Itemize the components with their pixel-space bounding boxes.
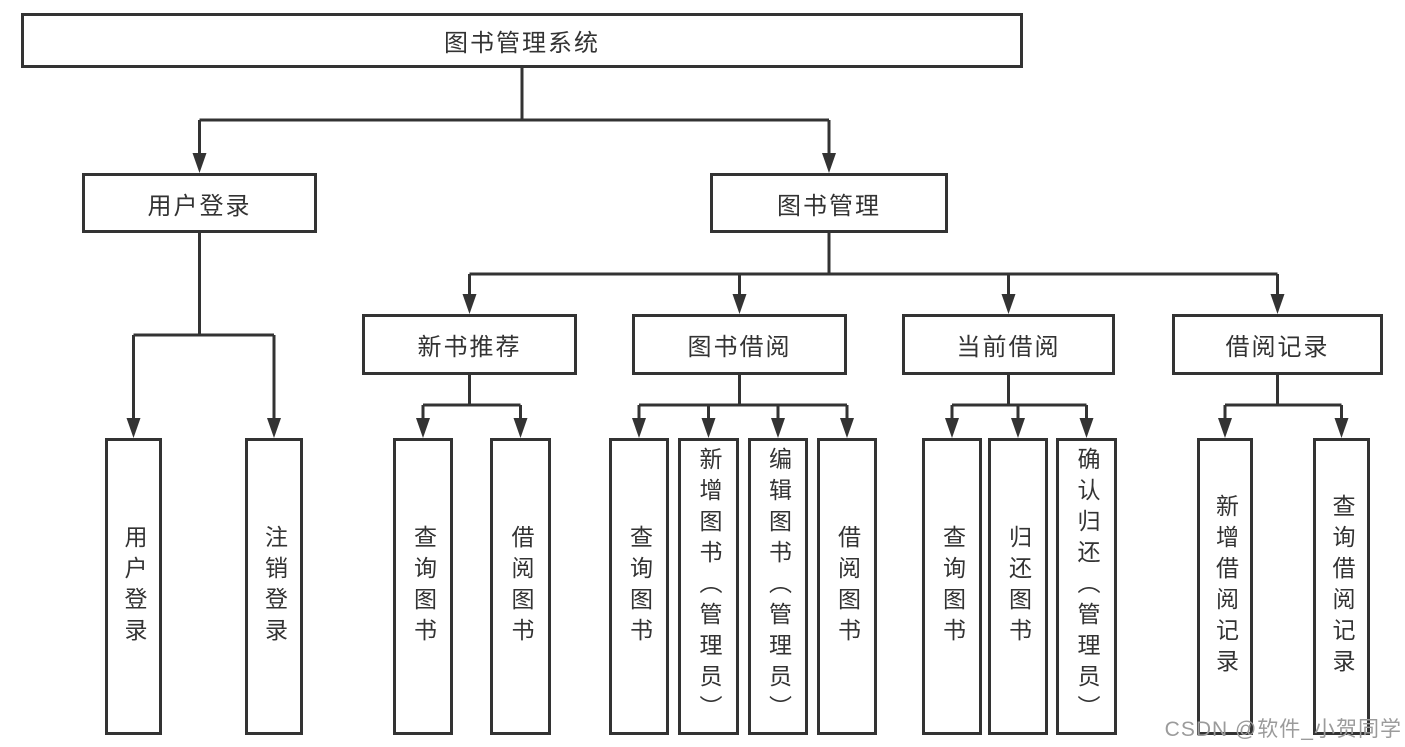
node-label: 图书管理系统	[444, 30, 600, 57]
node-label: 注销登录	[261, 524, 288, 649]
node-label: 借阅图书	[834, 524, 861, 649]
leaf-query-books: 查询图书	[609, 438, 669, 735]
arrowhead-icon	[267, 418, 281, 438]
node-book-management: 图书管理	[710, 173, 948, 233]
connector-root-to-level1	[198, 68, 831, 157]
node-library-management-system: 图书管理系统	[21, 13, 1023, 68]
arrowhead-icon	[126, 418, 141, 438]
node-label: 确认归还（管理员）	[1074, 447, 1100, 726]
arrowhead-icon	[701, 418, 716, 438]
arrowhead-icon	[192, 153, 207, 173]
connector-current-to-leaves	[950, 375, 1088, 424]
leaf-query-borrow-record: 查询借阅记录	[1313, 438, 1370, 735]
leaf-return-book: 归还图书	[988, 438, 1048, 735]
node-label: 当前借阅	[956, 334, 1061, 361]
node-label: 图书借阅	[687, 334, 792, 361]
connector-login-to-leaves	[132, 233, 276, 424]
node-label: 查询图书	[626, 524, 653, 649]
node-label: 新增借阅记录	[1212, 493, 1239, 680]
node-label: 借阅记录	[1225, 334, 1330, 361]
node-label: 归还图书	[1005, 524, 1032, 649]
arrowhead-icon	[1011, 418, 1025, 438]
arrowhead-icon	[771, 418, 785, 438]
arrowhead-icon	[822, 153, 836, 173]
node-new-book-recommendation: 新书推荐	[362, 314, 577, 375]
arrowhead-icon	[1334, 418, 1349, 438]
node-user-login: 用户登录	[82, 173, 317, 233]
leaf-edit-book-admin: 编辑图书（管理员）	[748, 438, 808, 735]
arrowhead-icon	[1218, 418, 1232, 438]
leaf-borrow-books: 借阅图书	[817, 438, 877, 735]
node-label: 图书管理	[777, 192, 881, 220]
node-label: 新增图书（管理员）	[696, 447, 722, 726]
arrowhead-icon	[1001, 294, 1016, 314]
node-label: 编辑图书（管理员）	[765, 447, 792, 726]
leaf-borrow-books: 借阅图书	[490, 438, 551, 735]
leaf-user-login: 用户登录	[105, 438, 162, 735]
arrowhead-icon	[513, 418, 528, 438]
connector-records-to-leaves	[1223, 375, 1343, 424]
arrowhead-icon	[632, 418, 646, 438]
node-label: 用户登录	[121, 524, 147, 649]
arrowhead-icon	[416, 418, 430, 438]
leaf-query-books: 查询图书	[922, 438, 982, 735]
connector-newbook-to-leaves	[421, 375, 522, 424]
arrowhead-icon	[840, 418, 854, 438]
arrowhead-icon	[1270, 294, 1285, 314]
node-label: 查询图书	[939, 524, 966, 649]
node-label: 新书推荐	[417, 334, 522, 361]
leaf-query-books: 查询图书	[393, 438, 453, 735]
arrowhead-icon	[732, 294, 747, 314]
node-current-borrowing: 当前借阅	[902, 314, 1115, 375]
leaf-logout: 注销登录	[245, 438, 303, 735]
leaf-add-book-admin: 新增图书（管理员）	[678, 438, 739, 735]
connector-mgmt-to-level2	[468, 233, 1279, 298]
arrowhead-icon	[462, 294, 477, 314]
node-label: 用户登录	[147, 192, 252, 220]
arrowhead-icon	[1079, 418, 1094, 438]
arrowhead-icon	[945, 418, 959, 438]
node-label: 借阅图书	[508, 524, 534, 649]
node-book-borrowing: 图书借阅	[632, 314, 847, 375]
node-label: 查询图书	[410, 524, 437, 649]
leaf-confirm-return-admin: 确认归还（管理员）	[1056, 438, 1117, 735]
node-borrowing-records: 借阅记录	[1172, 314, 1383, 375]
csdn-watermark: CSDN @软件_小贺同学	[1164, 718, 1402, 741]
node-label: 查询借阅记录	[1329, 493, 1355, 680]
connector-borrow-to-leaves	[637, 375, 849, 424]
leaf-add-borrow-record: 新增借阅记录	[1197, 438, 1253, 735]
